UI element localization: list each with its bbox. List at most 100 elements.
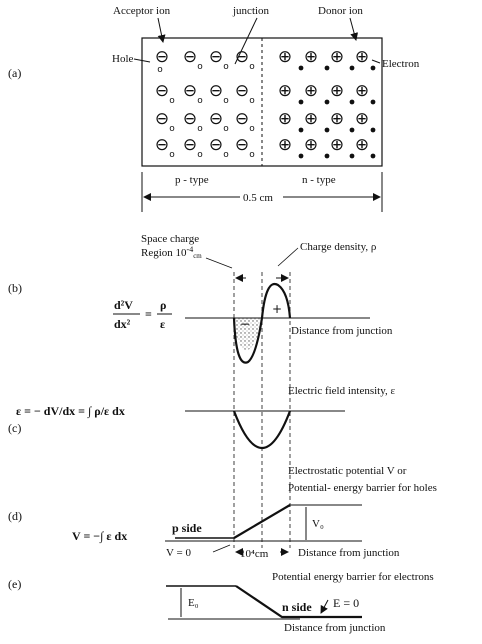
n-side-label: n side	[282, 600, 312, 614]
donor-ion: ⊕	[304, 135, 318, 155]
acceptor-ion: ⊖	[183, 47, 197, 67]
hole: o	[197, 150, 203, 160]
acceptor-ion: ⊖	[209, 47, 223, 67]
panel-a-label: (a)	[8, 66, 21, 80]
acceptor-ion: ⊖	[183, 109, 197, 129]
hole: o	[249, 96, 255, 106]
p-type-label: p - type	[175, 174, 209, 186]
donor-ion: ⊕	[278, 109, 292, 129]
acceptor-ion: ⊖	[155, 109, 169, 129]
donor-ion: ⊕	[355, 81, 369, 101]
electric-field-label: Electric field intensity, ε	[288, 385, 396, 397]
hole: o	[169, 150, 175, 160]
e-zero-label: E = 0	[333, 596, 359, 610]
hole: o	[223, 62, 229, 72]
hole-label: Hole	[112, 53, 134, 65]
donor-ion: ⊕	[355, 135, 369, 155]
donor-ion: ⊕	[278, 81, 292, 101]
space-charge-pointer	[205, 257, 233, 269]
negative-charge-fill	[234, 318, 262, 350]
negative-charge-sign: −	[240, 317, 250, 331]
eq-rho: ρ	[160, 298, 166, 312]
donor-ion: ⊕	[278, 135, 292, 155]
electron	[324, 65, 330, 71]
hole: o	[223, 96, 229, 106]
distance-label-d: Distance from junction	[298, 547, 400, 559]
acceptor-ion: ⊖	[183, 81, 197, 101]
junction-label: junction	[232, 5, 270, 17]
electron-label: Electron	[382, 58, 420, 70]
width-label: 0.5 cm	[243, 192, 273, 204]
potential-label-1: Electrostatic potential V or	[288, 465, 407, 477]
acceptor-ion: ⊖	[155, 47, 169, 67]
junction-pointer	[234, 17, 258, 65]
electron-barrier-curve	[235, 585, 362, 619]
potential-equation: V = −∫ ε dx	[72, 529, 127, 543]
e0-label: E₀	[188, 597, 199, 609]
donor-ion: ⊕	[330, 81, 344, 101]
charge-density-curve	[232, 282, 292, 364]
donor-ion: ⊕	[330, 135, 344, 155]
donor-ion: ⊕	[355, 109, 369, 129]
charge-density-pointer	[277, 247, 299, 267]
acceptor-ion: ⊖	[183, 135, 197, 155]
hole: o	[197, 62, 203, 72]
panel-e-label: (e)	[8, 577, 21, 591]
electric-field-curve	[232, 410, 292, 450]
potential-curve-slope	[233, 504, 291, 539]
field-equation: ε = − dV/dx = ∫ ρ/ε dx	[16, 404, 125, 418]
v-zero-pointer	[212, 544, 231, 553]
electron	[324, 127, 330, 133]
donor-ion: ⊕	[278, 47, 292, 67]
hole: o	[249, 150, 255, 160]
hole: o	[197, 96, 203, 106]
v0-label: V₀	[312, 518, 324, 530]
acceptor-ion: ⊖	[235, 109, 249, 129]
electron	[370, 153, 376, 159]
positive-charge-sign: +	[272, 302, 282, 316]
hole: o	[157, 65, 163, 75]
eq-d2v: d²V	[114, 298, 133, 312]
electron	[370, 127, 376, 133]
acceptor-ion: ⊖	[235, 81, 249, 101]
hole: o	[223, 150, 229, 160]
donor-ion: ⊕	[304, 109, 318, 129]
acceptor-ion: ⊖	[209, 109, 223, 129]
v-zero-label: V = 0	[166, 547, 191, 559]
p-side-label: p side	[172, 521, 202, 535]
acceptor-ion: ⊖	[155, 81, 169, 101]
donor-ion-label: Donor ion	[318, 5, 363, 17]
hole: o	[223, 124, 229, 134]
electron	[349, 99, 355, 105]
space-charge-label: Space charge	[141, 233, 199, 245]
panel-d-label: (d)	[8, 509, 22, 523]
electron	[324, 153, 330, 159]
panel-b-label: (b)	[8, 281, 22, 295]
donor-ion: ⊕	[355, 47, 369, 67]
donor-ion: ⊕	[330, 47, 344, 67]
e-zero-pointer	[320, 599, 329, 614]
electron	[370, 99, 376, 105]
electron	[349, 153, 355, 159]
hole: o	[169, 96, 175, 106]
eq-epsilon: ε	[160, 317, 165, 331]
acceptor-ion: ⊖	[209, 135, 223, 155]
donor-ion: ⊕	[330, 109, 344, 129]
electron	[298, 127, 304, 133]
electron	[298, 153, 304, 159]
acceptor-ion: ⊖	[155, 135, 169, 155]
acceptor-ion: ⊖	[209, 81, 223, 101]
donor-ion: ⊕	[304, 81, 318, 101]
space-charge-region-label: Region 10-4cm	[141, 245, 202, 260]
donor-ion-pointer	[349, 17, 359, 41]
distance-label-b: Distance from junction	[291, 325, 393, 337]
hole: o	[249, 62, 255, 72]
acceptor-ion: ⊖	[235, 47, 249, 67]
potential-label-2: Potential- energy barrier for holes	[288, 482, 437, 494]
hole: o	[169, 124, 175, 134]
eq-dx2: dx²	[114, 317, 131, 331]
distance-label-e: Distance from junction	[284, 622, 386, 634]
width-label-d: 10⁴cm	[240, 548, 269, 560]
panel-c-label: (c)	[8, 421, 21, 435]
